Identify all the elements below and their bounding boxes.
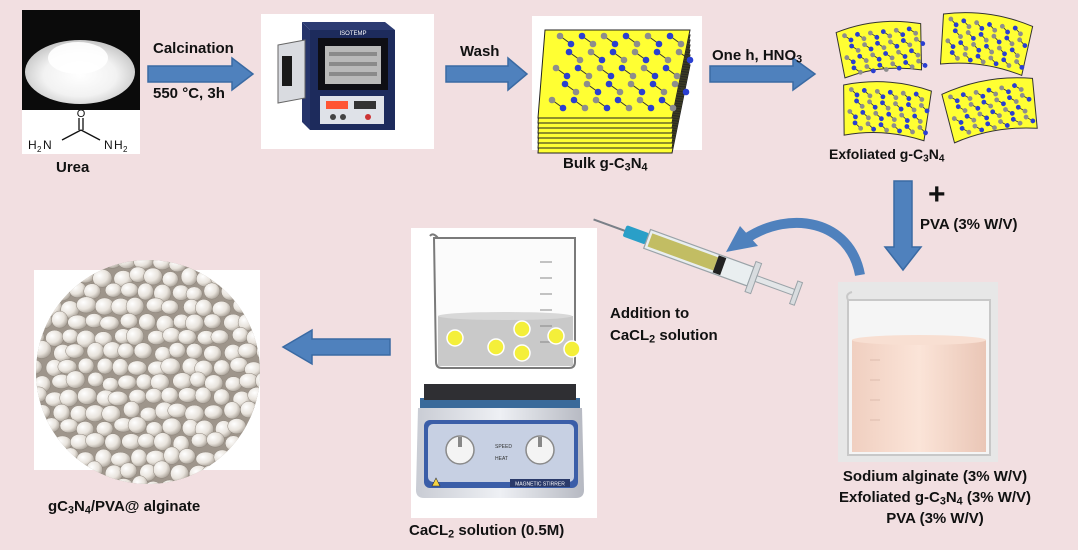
structure-right-sub: 2 xyxy=(123,145,128,154)
magnetic-stirrer: SPEED HEAT MAGNETIC STIRRER xyxy=(411,380,597,518)
cacl2-sub-2: 2 xyxy=(448,528,455,541)
exfoliated-gc3n4-label: Exfoliated g-C3N4 xyxy=(829,146,944,165)
cacl2-beaker xyxy=(411,228,597,380)
product-n: N xyxy=(74,498,85,515)
plus-sign: + xyxy=(928,178,946,211)
calcination-label: Calcination xyxy=(153,40,234,57)
pva-label: PVA (3% W/V) xyxy=(920,216,1018,233)
product-suffix: /PVA@ alginate xyxy=(90,498,201,515)
urea-image xyxy=(22,10,140,154)
one-h-prefix: One h, HNO xyxy=(712,47,797,64)
exf-sub-4: 4 xyxy=(938,153,945,165)
addition-cacl-prefix: CaCL xyxy=(610,327,650,344)
calcination-condition-label: 550 °C, 3h xyxy=(153,85,225,102)
addition-label-line1: Addition to xyxy=(610,305,690,322)
mix-n: N xyxy=(945,489,957,506)
structure-left-h: H xyxy=(28,138,37,152)
alginate-mixture-beaker xyxy=(838,282,998,462)
bulk-gc3n4-label: Bulk g-C3N4 xyxy=(563,155,648,174)
mix-exf-suffix: (3% W/V) xyxy=(962,489,1032,506)
structure-right-h: H xyxy=(114,138,123,152)
exfoliated-sheets-image xyxy=(835,12,1038,144)
arrow-to-product xyxy=(281,328,391,366)
structure-left-sub: 2 xyxy=(37,145,42,154)
stirrer-knob-left-text: SPEED xyxy=(495,444,512,450)
product-beads-image xyxy=(34,260,260,484)
structure-oxygen: O xyxy=(77,108,86,120)
mix-exf-prefix: Exfoliated g-C xyxy=(838,489,940,506)
mixture-label-line1: Sodium alginate (3% W/V) xyxy=(842,468,1028,485)
cacl2-solution-label: CaCL2 solution (0.5M) xyxy=(409,522,564,541)
bulk-sub-4: 4 xyxy=(641,161,648,174)
product-label: gC3N4/PVA@ alginate xyxy=(48,498,200,517)
bulk-gc3n4-image xyxy=(532,16,702,154)
addition-suffix: solution xyxy=(655,327,718,344)
syringe-image xyxy=(593,218,804,306)
cacl2-suffix: solution (0.5M) xyxy=(454,522,565,539)
arrow-down-mixing xyxy=(883,180,923,272)
curved-arrow-addition xyxy=(726,217,865,277)
stirrer-plate-text: MAGNETIC STIRRER xyxy=(515,482,565,488)
exfoliation-condition-label: One h, HNO3 xyxy=(712,47,802,66)
urea-structure: O H 2 N N H 2 xyxy=(28,108,128,154)
product-sub-3: 3 xyxy=(68,504,75,517)
stirrer-knob-right-text: HEAT xyxy=(495,456,508,462)
exf-n: N xyxy=(928,146,939,162)
cacl2-prefix: CaCL xyxy=(409,522,449,539)
addition-sub-2: 2 xyxy=(649,333,656,346)
mixture-label-line2: Exfoliated g-C3N4 (3% W/V) xyxy=(802,489,1068,508)
product-prefix: gC xyxy=(48,498,68,515)
wash-label: Wash xyxy=(460,43,500,60)
exf-sub-3: 3 xyxy=(923,153,929,165)
bulk-sub-3: 3 xyxy=(624,161,631,174)
structure-right-n: N xyxy=(104,138,113,152)
furnace-image: ISOTEMP xyxy=(261,14,434,149)
mix-sub-4: 4 xyxy=(956,495,963,508)
bulk-n: N xyxy=(630,155,642,172)
arrow-wash xyxy=(445,56,529,92)
urea-label: Urea xyxy=(56,159,90,176)
product-sub-4: 4 xyxy=(84,504,91,517)
mixture-label-line3: PVA (3% W/V) xyxy=(886,510,984,527)
bulk-gc3n4-prefix: Bulk g-C xyxy=(563,155,625,172)
exfoliated-prefix: Exfoliated g-C xyxy=(829,146,924,162)
arrow-calcination xyxy=(147,56,255,92)
structure-left-n: N xyxy=(43,138,52,152)
addition-label-line2: CaCL2 solution xyxy=(610,327,718,346)
mix-sub-3: 3 xyxy=(939,495,946,508)
arrow-exfoliation xyxy=(709,56,817,92)
furnace-plate-text: ISOTEMP xyxy=(339,31,366,37)
hno3-sub-3: 3 xyxy=(796,53,803,66)
